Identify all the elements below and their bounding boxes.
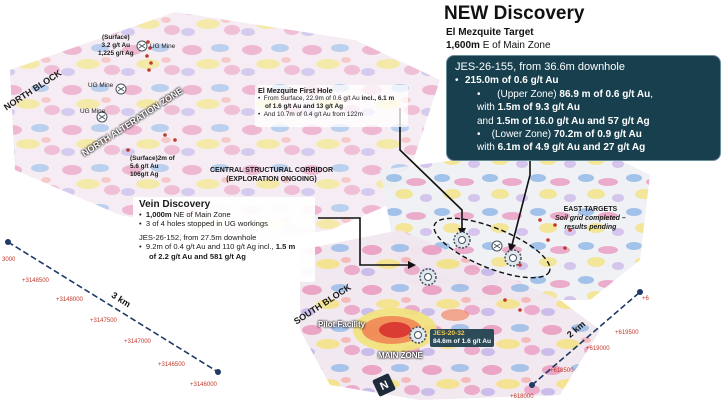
tick-right-4: +618000 (510, 394, 534, 400)
scale-bar-right (529, 289, 643, 388)
sample-points (126, 40, 572, 312)
tick-left-4: +3147000 (124, 339, 151, 345)
tick-left-5: +3146500 (158, 362, 185, 368)
east-targets-label: EAST TARGETS Soil grid completed – resul… (555, 206, 626, 231)
tick-right-3: +618500 (550, 368, 574, 374)
main-zone-label: MAIN ZONE (378, 351, 423, 360)
tick-left-edge: 3000 (2, 257, 16, 263)
first-hole-title: El Mezquite First Hole (258, 86, 333, 95)
vein-bullet-2: • 3 of 4 holes stopped in UG workings (139, 219, 268, 229)
tick-right-1: +619500 (615, 330, 639, 336)
drill-markers (96, 40, 522, 344)
tick-left-2: +3148000 (56, 297, 83, 303)
scale-bar-left (5, 239, 221, 375)
target-name: El Mezquite Target (446, 27, 534, 38)
tick-left-1: +3148500 (22, 278, 49, 284)
gear-icon (453, 231, 471, 249)
gear-icon (419, 268, 437, 286)
central-corridor-label: CENTRAL STRUCTURAL CORRIDOR (EXPLORATION… (210, 167, 334, 183)
page-title: NEW Discovery (444, 3, 585, 24)
surface-sample-1: (Surface) 3.2 g/t Au 1,225 g/t Ag (98, 34, 134, 57)
north-block-shade (10, 12, 440, 240)
vein-result-1: • 9.2m of 0.4 g/t Au and 110 g/t Ag incl… (139, 242, 296, 252)
leader-first-hole (399, 108, 463, 230)
drill-result-callout: JES-26-155, from 36.6m downhole •215.0m … (446, 55, 721, 161)
ug-mine-icon (96, 111, 108, 123)
vein-hole: JES-26-152, from 27.5m downhole (139, 232, 257, 242)
gear-icon (504, 249, 522, 267)
callout-hole: JES-26-155, from 36.6m downhole (455, 61, 625, 73)
ug-mine-icon (136, 40, 148, 52)
target-distance: 1,600m E of Main Zone (446, 40, 551, 51)
first-hole-line2: of 1.6 g/t Au and 13 g/t Ag (265, 102, 343, 110)
pilot-facility-label: Pilot Facility (318, 320, 366, 329)
north-arrow (372, 373, 396, 397)
ug-mine-label-b: UG Mine (88, 82, 114, 89)
tick-right-edge: +6 (642, 296, 649, 302)
tick-right-2: +619000 (586, 346, 610, 352)
gear-icon (409, 326, 427, 344)
vein-title: Vein Discovery (139, 199, 211, 210)
surface-sample-2: (Surface)2m of 5.6 g/t Au 106g/t Ag (130, 155, 175, 178)
ug-mine-icon (491, 240, 503, 252)
leader-vein (318, 217, 410, 266)
first-hole-panel: El Mezquite First Hole • From Surface, 2… (255, 85, 408, 127)
main-zone-result: JES-20-32 84.6m of 1.6 g/t Au (430, 329, 495, 347)
first-hole-line3: • And 10.7m of 0.4 g/t Au from 122m (258, 110, 363, 118)
east-targets-outline (433, 217, 551, 279)
tick-left-3: +3147500 (90, 318, 117, 324)
ug-mine-label-c: UG Mine (80, 108, 106, 115)
north-block-terrain (10, 12, 440, 240)
vein-result-2: of 2.2 g/t Au and 581 g/t Ag (149, 251, 246, 261)
leader-callout (511, 160, 531, 246)
leader-lines (318, 108, 531, 266)
first-hole-line1: • From Surface, 22.9m of 0.6 g/t Au incl… (258, 95, 395, 102)
vein-bullet-1: • 1,000m NE of Main Zone (139, 210, 231, 219)
callout-main-intercept: 215.0m of 0.6 g/t Au (465, 75, 559, 87)
tick-left-6: +3146000 (190, 382, 217, 388)
ug-mine-label-a: UG Mine (150, 43, 176, 50)
vein-discovery-panel: Vein Discovery • 1,000m NE of Main Zone … (133, 197, 315, 282)
ug-mine-icon (115, 83, 127, 95)
